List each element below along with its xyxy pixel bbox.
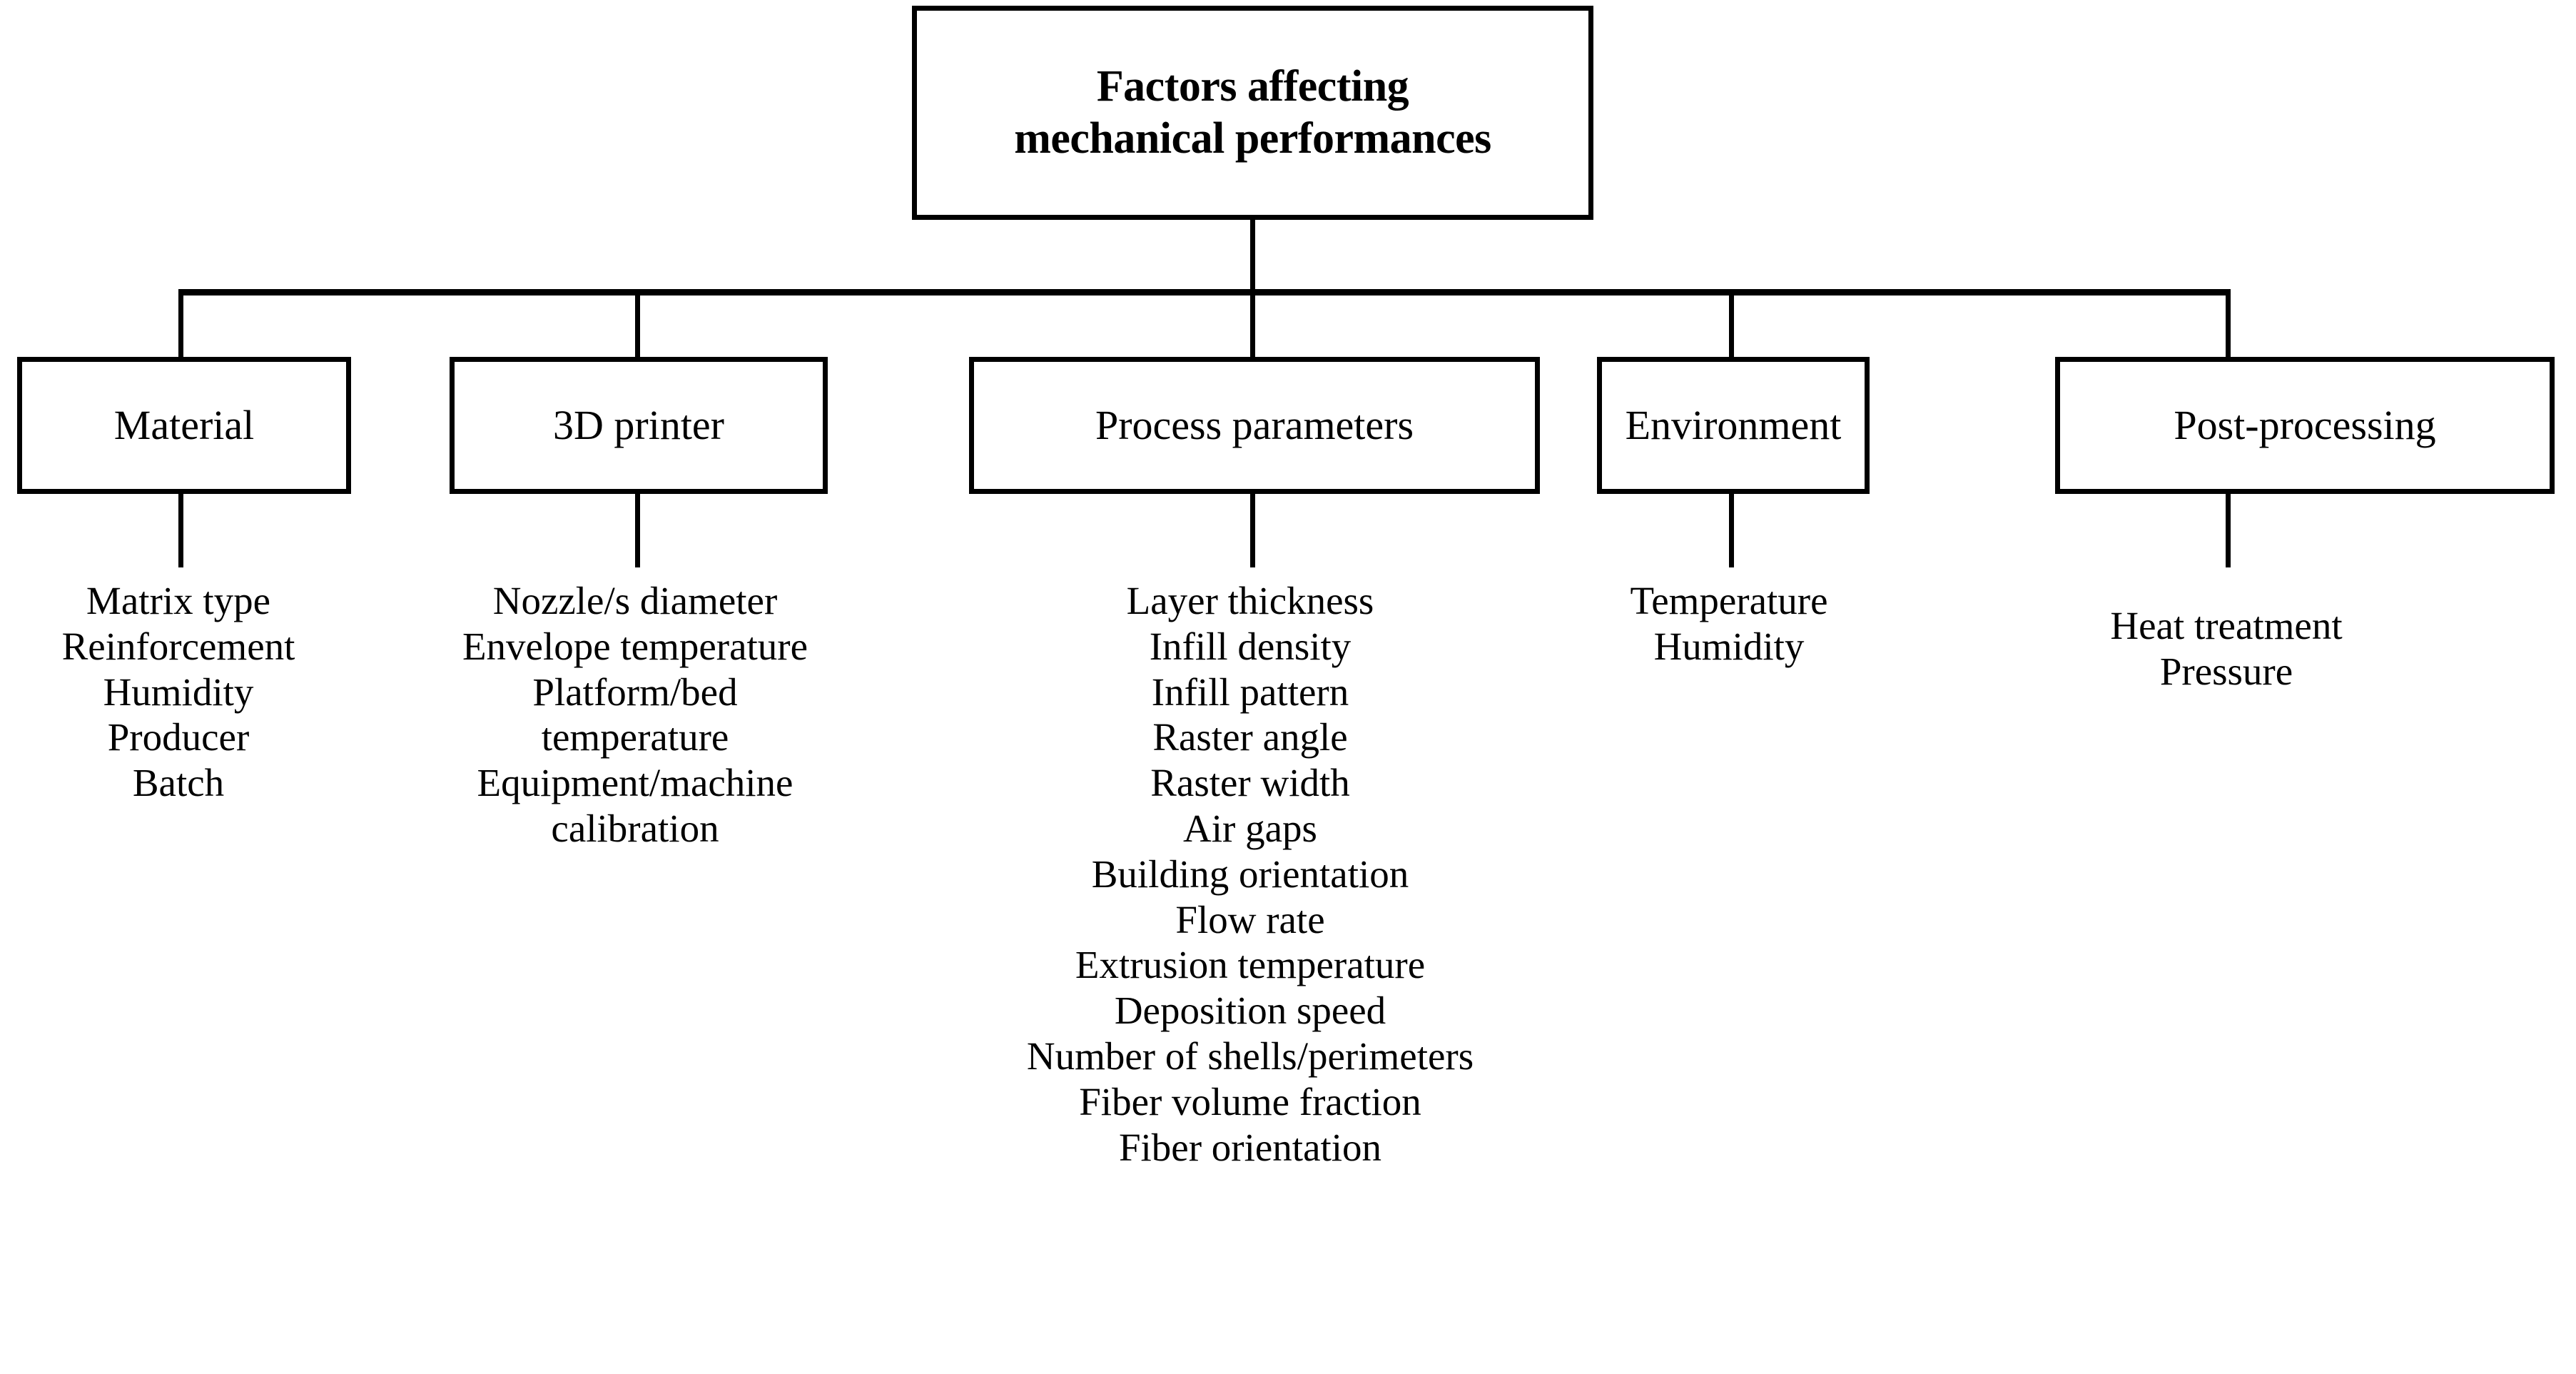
connector-bus-to-3d-printer [635,289,640,360]
category-label-3d-printer: 3D printer [553,401,724,448]
list-item: Envelope temperature [462,624,808,668]
list-item: Heat treatment [2110,604,2343,647]
list-item: Extrusion temperature [1075,943,1426,987]
list-item: Humidity [103,670,254,714]
category-label-material: Material [113,401,255,448]
list-item: Infill pattern [1151,670,1349,714]
category-node-post-processing[interactable]: Post-processing [2055,357,2555,494]
list-item: Raster angle [1152,715,1348,759]
connector-horizontal-bus [178,289,2231,295]
list-item: Fiber volume fraction [1079,1079,1421,1123]
list-item: Platform/bed temperature [532,670,738,759]
category-label-process-parameters: Process parameters [1095,401,1414,448]
list-item: Humidity [1653,624,1805,668]
connector-bus-to-environment [1729,289,1734,360]
category-node-material[interactable]: Material [17,357,351,494]
list-item: Raster width [1150,761,1350,805]
connector-post-processing-to-items [2226,492,2231,567]
category-label-environment: Environment [1625,401,1842,448]
category-node-3d-printer[interactable]: 3D printer [450,357,828,494]
connector-environment-to-items [1729,492,1734,567]
list-item: Air gaps [1183,806,1317,850]
connector-bus-to-material [178,289,183,360]
list-item: Fiber orientation [1118,1125,1382,1169]
list-item: Producer [107,715,250,759]
list-item: Equipment/machine calibration [477,761,793,850]
list-item: Infill density [1149,624,1352,668]
connector-material-to-items [178,492,183,567]
list-item: Flow rate [1175,897,1325,941]
list-item: Deposition speed [1114,989,1386,1033]
list-item: Layer thickness [1126,579,1374,622]
list-item: Pressure [2159,649,2293,693]
connector-root-stem [1250,220,1255,294]
list-item: Nozzle/s diameter [492,579,778,622]
category-label-post-processing: Post-processing [2174,401,2436,448]
connector-process-parameters-to-items [1250,492,1255,567]
list-item: Matrix type [86,579,271,622]
list-item: Reinforcement [61,624,295,668]
connector-bus-to-post-processing [2226,289,2231,360]
category-node-process-parameters[interactable]: Process parameters [969,357,1540,494]
list-item: Temperature [1630,579,1828,622]
list-item: Batch [132,761,225,805]
connector-bus-to-process-parameters [1250,289,1255,360]
root-node-label: Factors affecting mechanical performance… [1014,61,1491,163]
list-item: Building orientation [1091,852,1409,896]
list-item: Number of shells/perimeters [1026,1034,1474,1078]
category-node-environment[interactable]: Environment [1597,357,1870,494]
root-node-factors-affecting-mechanical-performances[interactable]: Factors affecting mechanical performance… [912,6,1593,220]
connector-3d-printer-to-items [635,492,640,567]
